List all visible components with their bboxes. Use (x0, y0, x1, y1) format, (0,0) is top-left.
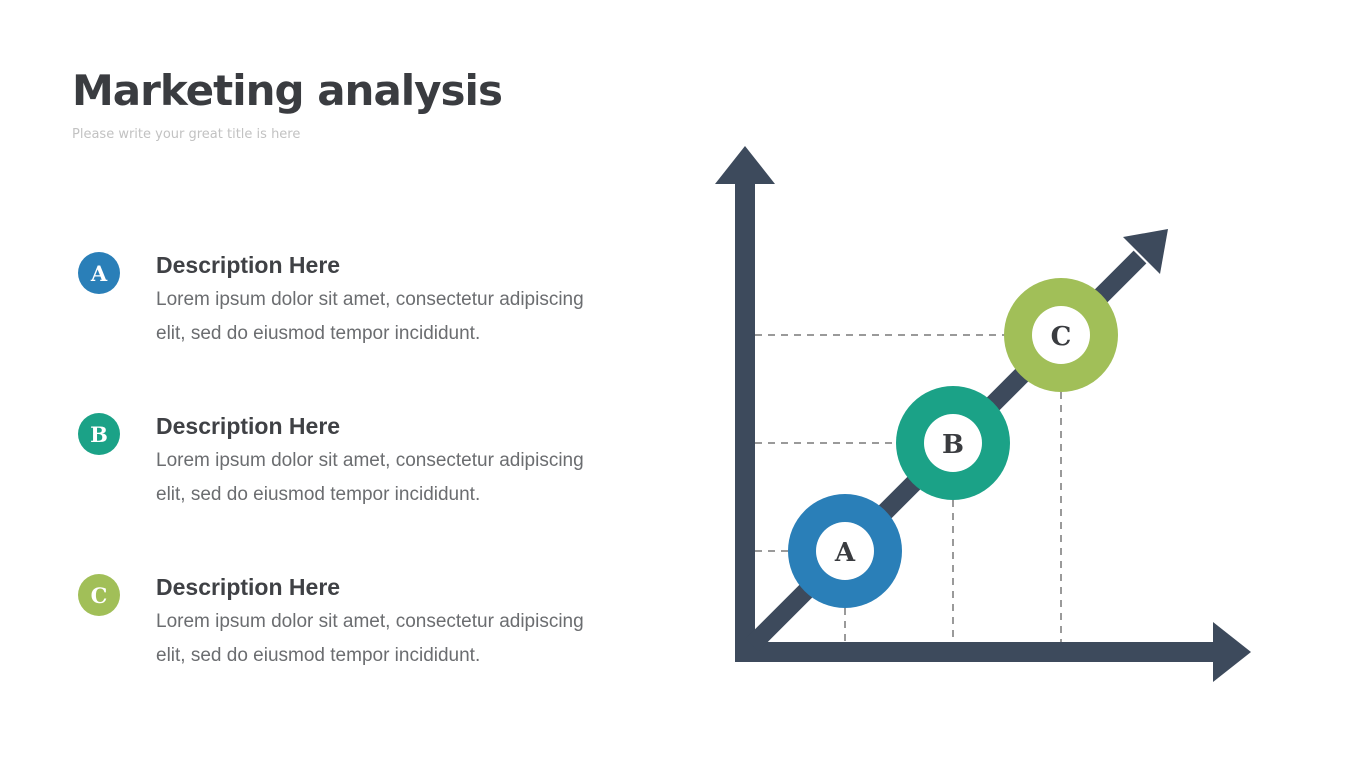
badge-b: B (78, 413, 120, 455)
description-text-c: Lorem ipsum dolor sit amet, consectetur … (156, 611, 584, 666)
description-item-b: B Description Here Lorem ipsum dolor sit… (78, 411, 618, 521)
milestone-b-label: B (942, 430, 964, 460)
x-axis-arrow-icon (1213, 622, 1251, 682)
milestone-c: C (1004, 278, 1118, 392)
milestone-a-inner (816, 522, 874, 580)
description-title-a: Description Here (156, 252, 341, 278)
description-text-a: Lorem ipsum dolor sit amet, consectetur … (156, 289, 584, 344)
y-axis-line (735, 180, 755, 662)
y-axis-arrow-icon (715, 146, 775, 184)
badge-a: A (78, 252, 120, 294)
milestone-c-inner (1032, 306, 1090, 364)
milestone-b: B (896, 386, 1010, 500)
badge-c: C (78, 574, 120, 616)
milestone-a-label: A (834, 538, 856, 568)
page-title: Marketing analysis (72, 66, 503, 115)
description-text-b: Lorem ipsum dolor sit amet, consectetur … (156, 450, 584, 505)
x-axis-line (735, 642, 1217, 662)
trend-arrow-icon (1123, 229, 1168, 274)
description-item-a: A Description Here Lorem ipsum dolor sit… (78, 250, 618, 360)
description-item-c: C Description Here Lorem ipsum dolor sit… (78, 572, 618, 682)
guide-lines (755, 334, 1062, 642)
milestone-c-label: C (1051, 322, 1072, 352)
milestone-a: A (788, 494, 902, 608)
page-subtitle: Please write your great title is here (72, 127, 301, 142)
description-title-c: Description Here (156, 574, 341, 600)
description-title-b: Description Here (156, 413, 341, 439)
milestone-b-inner (924, 414, 982, 472)
